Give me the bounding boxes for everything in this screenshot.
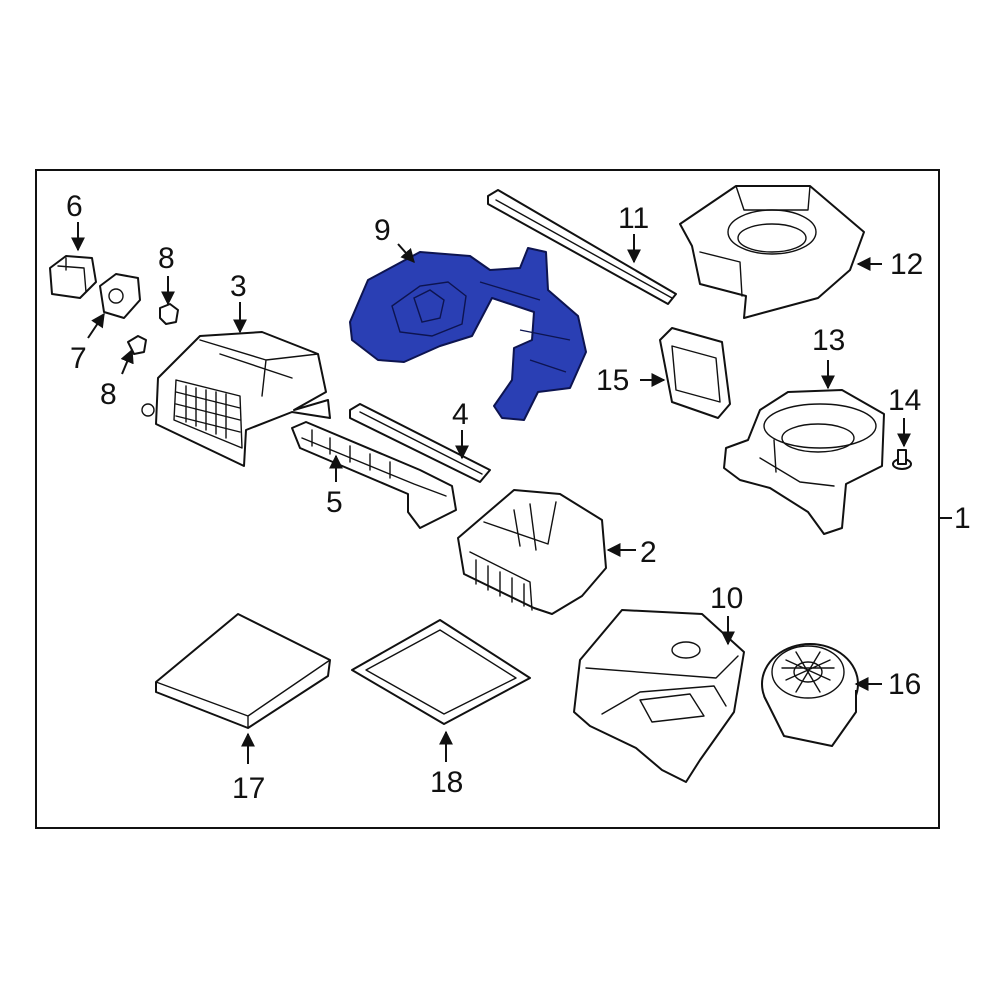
callout-9: 9 (374, 214, 391, 247)
callout-16: 16 (888, 668, 921, 701)
diagram-frame (35, 169, 940, 829)
part-9[interactable] (349, 247, 587, 421)
callout-15: 15 (596, 364, 629, 397)
callout-3: 3 (230, 270, 247, 303)
part-2[interactable] (457, 489, 607, 615)
callout-10: 10 (710, 582, 743, 615)
part-6[interactable] (49, 255, 97, 299)
callout-12: 12 (890, 248, 923, 281)
callout-7: 7 (70, 342, 87, 375)
part-5[interactable] (291, 421, 457, 529)
part-8-upper[interactable] (159, 303, 179, 325)
leader-lines (71, 222, 952, 764)
callout-1: 1 (954, 502, 971, 535)
callout-18: 18 (430, 766, 463, 799)
callout-14: 14 (888, 384, 921, 417)
part-7[interactable] (99, 273, 141, 319)
part-10[interactable] (573, 609, 745, 783)
part-15[interactable] (659, 327, 731, 419)
part-12[interactable] (679, 185, 865, 319)
part-17[interactable] (155, 613, 331, 729)
part-13[interactable] (723, 389, 885, 535)
callout-8-lower: 8 (100, 378, 117, 411)
callout-11: 11 (618, 202, 649, 235)
part-3[interactable] (141, 331, 331, 467)
callout-8-upper: 8 (158, 242, 175, 275)
callout-5: 5 (326, 486, 343, 519)
part-14[interactable] (892, 449, 912, 470)
part-4[interactable] (349, 403, 491, 483)
callout-13: 13 (812, 324, 845, 357)
part-18[interactable] (351, 619, 531, 725)
part-16[interactable] (761, 643, 859, 747)
callout-6: 6 (66, 190, 83, 223)
callout-17: 17 (232, 772, 265, 805)
callout-2: 2 (640, 536, 657, 569)
callout-4: 4 (452, 398, 469, 431)
part-11[interactable] (487, 189, 677, 305)
